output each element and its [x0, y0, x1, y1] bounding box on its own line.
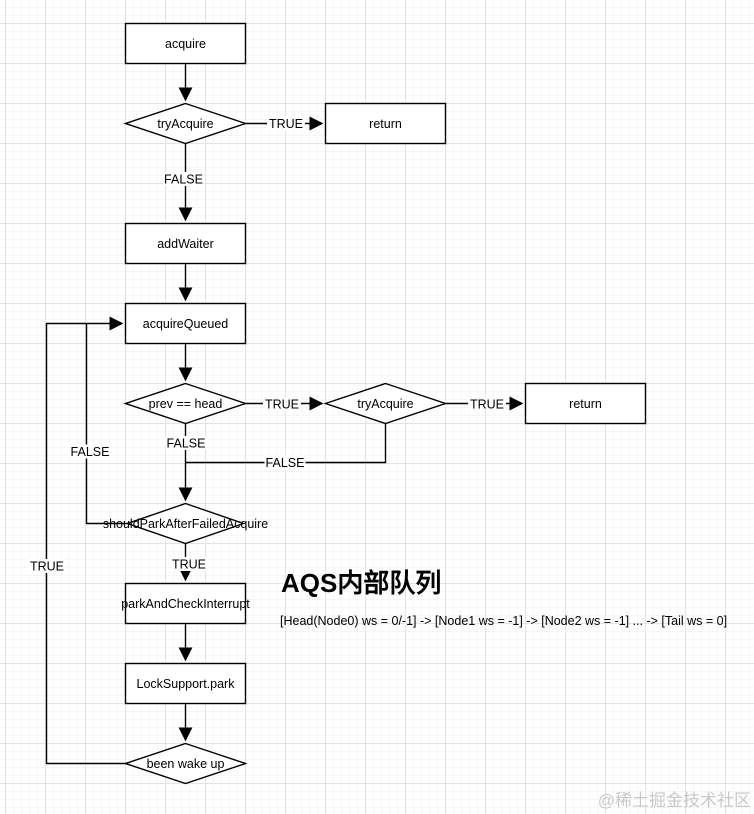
node-tryacquire-mid-label: tryAcquire — [357, 397, 413, 411]
edge-label-bg — [28, 559, 66, 573]
edge-label-shouldpark-true: TRUE — [170, 557, 208, 572]
node-return-mid: return — [524, 382, 647, 425]
node-prevhead: prev == head — [123, 382, 248, 425]
node-prevhead-label: prev == head — [149, 397, 223, 411]
node-locksupportpark: LockSupport.park — [124, 662, 247, 705]
node-acquire: acquire — [124, 22, 247, 65]
node-return-top-label: return — [369, 117, 402, 131]
edge-label-bg — [468, 397, 506, 411]
node-addwaiter-shape — [124, 222, 247, 265]
edge-label-shouldpark-false: FALSE — [69, 444, 111, 459]
edge-label-bg — [69, 444, 111, 459]
edge-label-tryacquire-top-false: FALSE — [163, 172, 204, 187]
edge-label-tryacquire-mid-false: FALSE — [264, 455, 306, 470]
edge-label-prevhead-false: FALSE — [165, 436, 207, 451]
node-acquire-label: acquire — [165, 37, 206, 51]
edge-label-text: FALSE — [266, 456, 305, 470]
node-locksupportpark-label: LockSupport.park — [137, 677, 236, 691]
node-tryacquire-mid-shape — [323, 382, 448, 425]
node-return-top: return — [324, 102, 447, 145]
node-return-top-shape — [324, 102, 447, 145]
edge-label-bg — [170, 557, 208, 571]
node-acquirequeued: acquireQueued — [124, 302, 247, 345]
node-addwaiter: addWaiter — [124, 222, 247, 265]
node-shouldpark: shouldParkAfterFailedAcquire — [103, 502, 268, 545]
watermark: @稀土掘金技术社区 — [598, 791, 751, 810]
edge-shouldpark-false-loop — [85, 323, 128, 525]
edge-label-text: FALSE — [167, 437, 206, 451]
node-locksupportpark-shape — [124, 662, 247, 705]
node-beenwakeup-shape — [123, 742, 248, 785]
annotation-queue-line: [Head(Node0) ws = 0/-1] -> [Node1 ws = -… — [280, 614, 727, 628]
edge-label-text: FALSE — [164, 173, 203, 187]
edge-label-prevhead-true: TRUE — [263, 397, 301, 412]
node-prevhead-shape — [123, 382, 248, 425]
edge-label-tryacquire-top-true: TRUE — [267, 116, 305, 131]
node-parkandcheckinterrupt: parkAndCheckInterrupt — [121, 582, 250, 625]
edge-label-tryacquire-mid-true: TRUE — [468, 397, 506, 412]
edge-wakeup-true-loop-to-acquirequeued — [45, 316, 126, 765]
node-addwaiter-label: addWaiter — [157, 237, 214, 251]
edge-label-bg — [264, 455, 306, 470]
edge-label-text: FALSE — [71, 445, 110, 459]
node-parkandcheckinterrupt-shape — [124, 582, 247, 625]
edge-label-text: TRUE — [470, 398, 504, 412]
edge-label-bg — [267, 116, 305, 131]
node-return-mid-label: return — [569, 397, 602, 411]
node-parkandcheckinterrupt-label: parkAndCheckInterrupt — [121, 597, 250, 611]
node-tryacquire-mid: tryAcquire — [323, 382, 448, 425]
edge-label-bg — [163, 172, 204, 186]
node-tryacquire-top-shape — [123, 102, 248, 145]
node-beenwakeup-label: been wake up — [147, 757, 225, 771]
edge-tryacquire2-false-elbow — [185, 424, 387, 464]
edge-label-bg — [165, 436, 207, 450]
node-acquire-shape — [124, 22, 247, 65]
node-shouldpark-label: shouldParkAfterFailedAcquire — [103, 517, 268, 531]
annotation-title: AQS内部队列 — [281, 568, 441, 598]
node-shouldpark-shape — [125, 502, 246, 545]
edge-label-bg — [263, 397, 301, 411]
node-tryacquire-top-label: tryAcquire — [157, 117, 213, 131]
node-acquirequeued-shape — [124, 302, 247, 345]
edge-label-text: TRUE — [269, 117, 303, 131]
edge-label-beenwakeup-true: TRUE — [28, 559, 66, 574]
edge-label-text: TRUE — [30, 560, 64, 574]
node-tryacquire-top: tryAcquire — [123, 102, 248, 145]
node-acquirequeued-label: acquireQueued — [143, 317, 229, 331]
node-beenwakeup: been wake up — [123, 742, 248, 785]
edge-label-text: TRUE — [172, 558, 206, 572]
edge-label-text: TRUE — [265, 398, 299, 412]
node-return-mid-shape — [524, 382, 647, 425]
